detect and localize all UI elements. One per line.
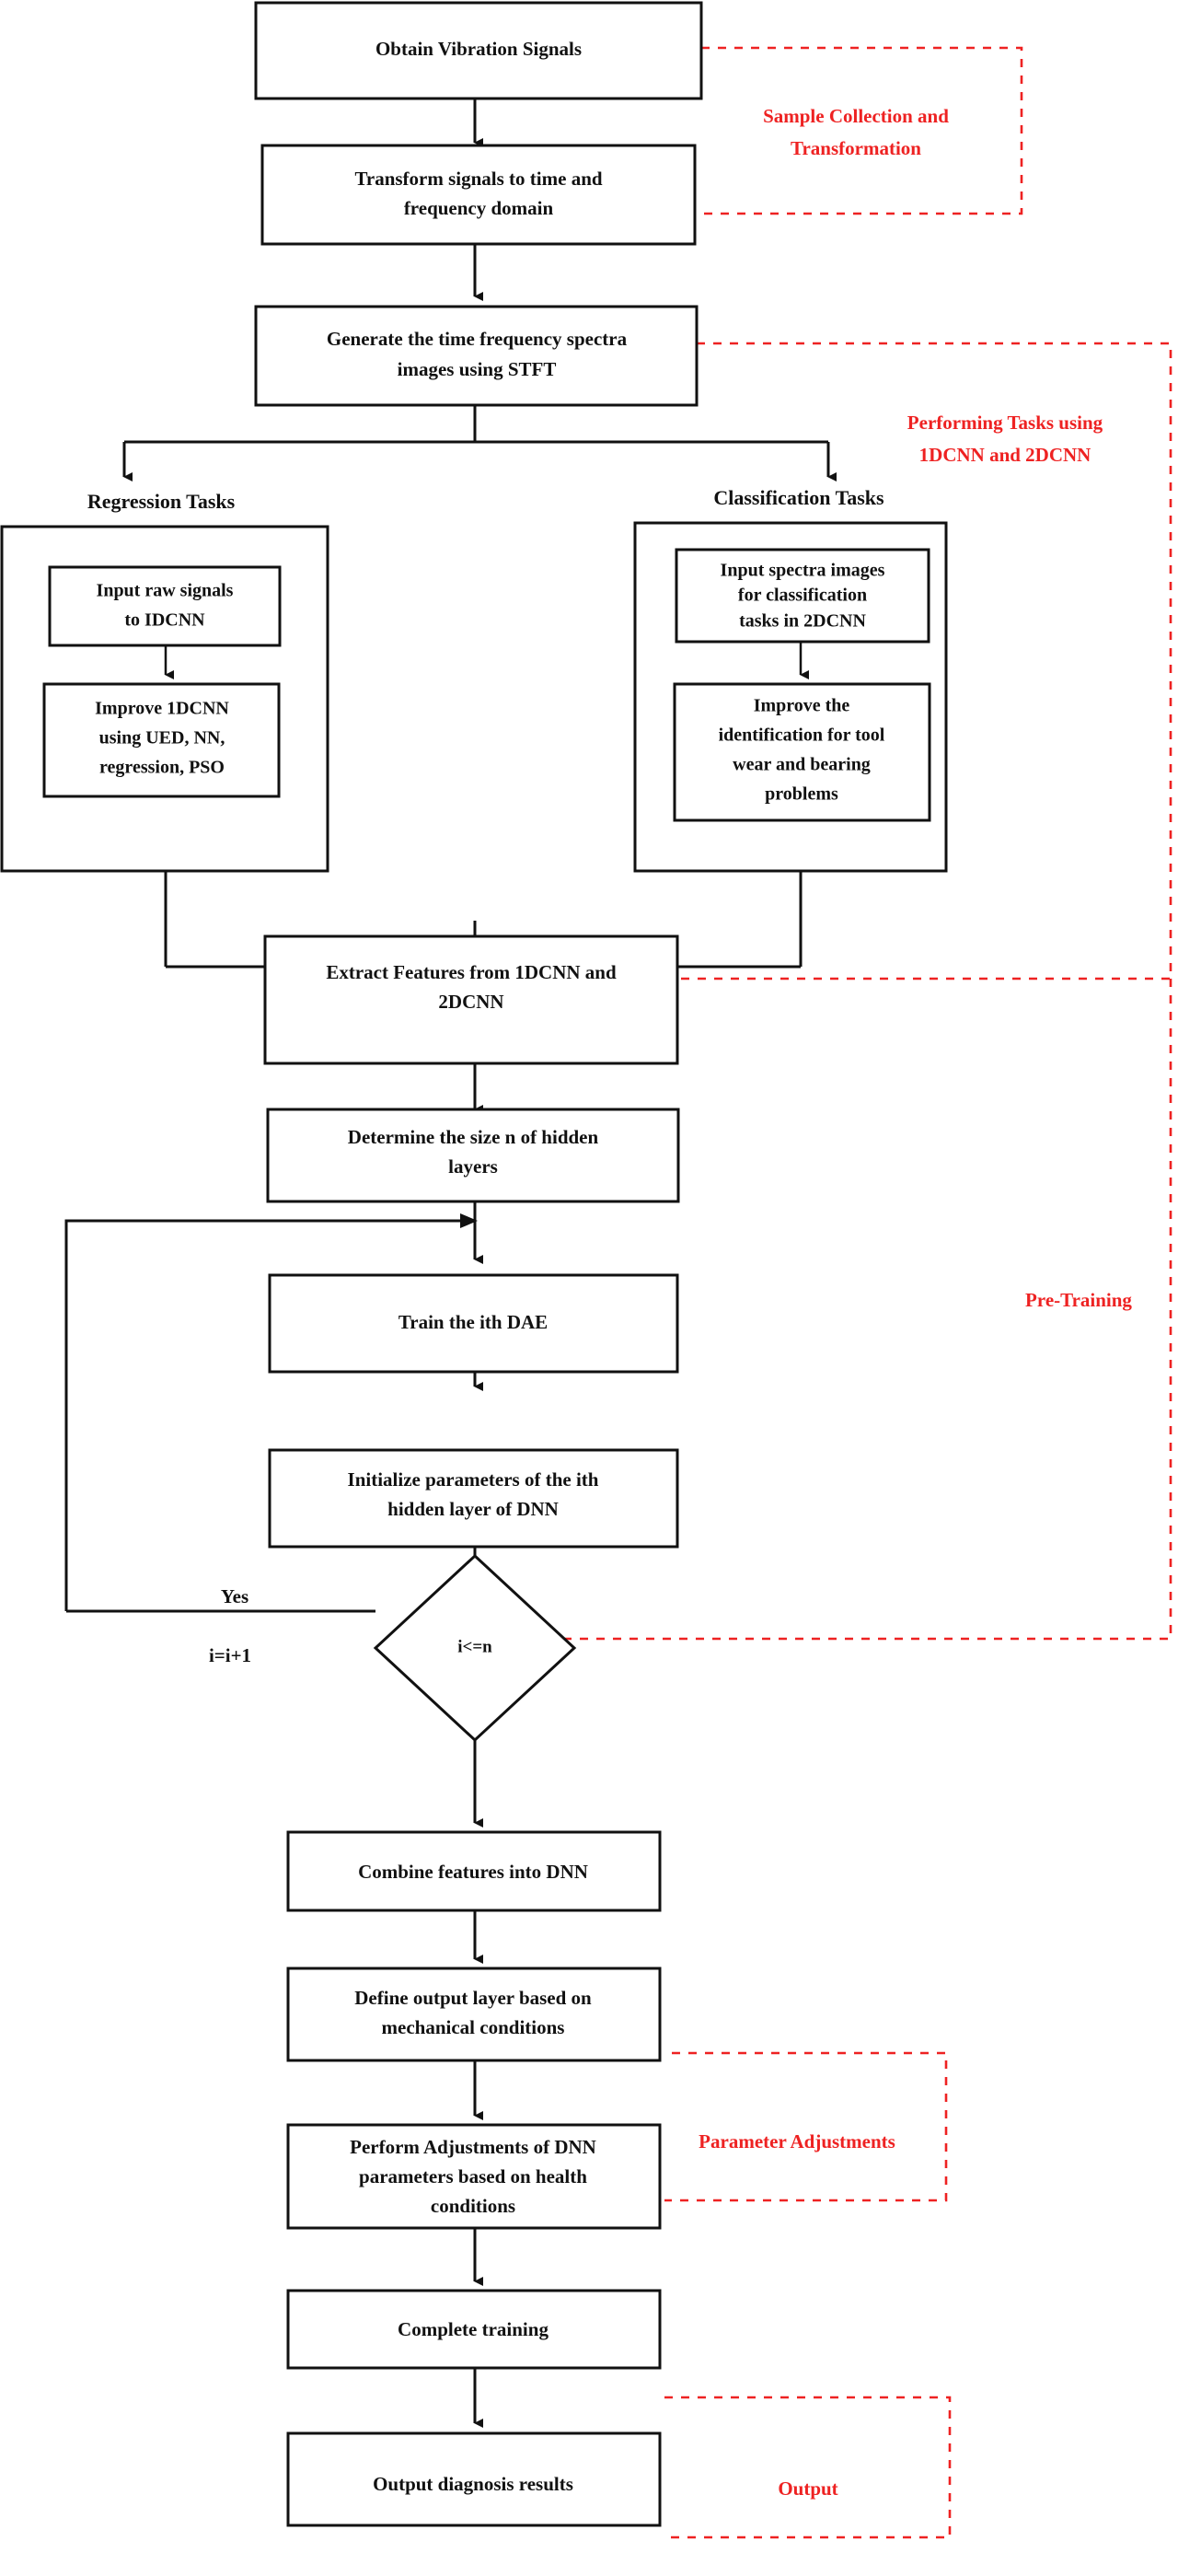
node-label-output-diagnosis: Output diagnosis results	[373, 2473, 573, 2495]
node-label-transform-line-1: Transform signals to time and	[354, 168, 602, 190]
annotation-parameter-adjustments-label: Parameter Adjustments	[699, 2130, 895, 2152]
annotation-bracket-pre-training	[557, 979, 1172, 1641]
annotation-performing-tasks: Performing Tasks using 1DCNN and 2DCNN	[907, 412, 1103, 466]
annotation-bracket-parameter-adjustments	[664, 2051, 948, 2202]
node-label-improve1dcnn-line-1: Improve 1DCNN	[95, 699, 229, 719]
node-label-initialize-line-1: Initialize parameters of the ith	[348, 1468, 599, 1491]
node-label-perform-line-3: conditions	[431, 2195, 515, 2217]
node-output-diagnosis[interactable]: Output diagnosis results	[286, 2431, 662, 2527]
annotation-bracket-performing-tasks	[676, 342, 1172, 981]
annotation-parameter-adjustments: Parameter Adjustments	[699, 2130, 895, 2152]
decision-i-le-n[interactable]: i<=n	[373, 1553, 577, 1743]
connector-loop-return	[64, 1219, 460, 1611]
edge-label-increment: i=i+1	[209, 1644, 251, 1666]
node-perform-adjustments[interactable]: Perform Adjustments of DNN parameters ba…	[286, 2123, 662, 2230]
node-label-inputspectra-line-3: tasks in 2DCNN	[739, 611, 866, 632]
node-label-define-line-1: Define output layer based on	[354, 1987, 592, 2009]
node-box	[286, 2289, 662, 2370]
node-input-raw-signals[interactable]: Input raw signals to IDCNN	[48, 565, 282, 647]
group-regression-tasks: Input raw signals to IDCNN Improve 1DCNN…	[0, 525, 329, 873]
annotation-bracket-output	[664, 2396, 952, 2539]
node-extract-features[interactable]: Extract Features from 1DCNN and 2DCNN	[263, 934, 679, 1065]
node-label-improveid-line-1: Improve the	[754, 696, 850, 716]
node-label-initialize-line-2: hidden layer of DNN	[387, 1498, 559, 1520]
node-label-train-dae: Train the ith DAE	[398, 1311, 548, 1333]
node-label-perform-line-1: Perform Adjustments of DNN	[350, 2136, 596, 2158]
annotation-performing-tasks-line-2: 1DCNN and 2DCNN	[919, 444, 1091, 466]
group-title-classification-tasks: Classification Tasks	[713, 486, 884, 509]
node-label-extract-line-2: 2DCNN	[438, 991, 503, 1013]
node-input-spectra-images[interactable]: Input spectra images for classification …	[675, 548, 930, 644]
node-improve-1dcnn[interactable]: Improve 1DCNN using UED, NN, regression,…	[42, 682, 281, 798]
decision-label: i<=n	[457, 1637, 492, 1656]
node-box	[286, 2123, 662, 2230]
group-title-regression-tasks: Regression Tasks	[87, 490, 236, 513]
node-transform-signals[interactable]: Transform signals to time and frequency …	[260, 144, 697, 246]
node-box	[263, 934, 679, 1065]
node-box	[286, 2431, 662, 2527]
node-box	[286, 1830, 662, 1912]
node-label-improve1dcnn-line-2: using UED, NN,	[99, 728, 225, 748]
node-box	[254, 305, 699, 407]
node-label-improveid-line-2: identification for tool	[719, 725, 885, 746]
node-label-obtain-vibration-signals: Obtain Vibration Signals	[375, 38, 582, 60]
node-label-inputspectra-line-2: for classification	[738, 586, 867, 606]
node-complete-training[interactable]: Complete training	[286, 2289, 662, 2370]
node-box	[268, 1448, 679, 1549]
annotation-pre-training: Pre-Training	[1025, 1289, 1132, 1311]
node-box	[48, 565, 282, 647]
node-label-extract-line-1: Extract Features from 1DCNN and	[326, 961, 617, 983]
annotation-pre-training-label: Pre-Training	[1025, 1289, 1132, 1311]
node-improve-identification[interactable]: Improve the identification for tool wear…	[673, 682, 931, 822]
node-label-determine-line-1: Determine the size n of hidden	[348, 1126, 599, 1148]
node-box	[675, 548, 930, 644]
node-box	[254, 1, 703, 100]
node-train-dae[interactable]: Train the ith DAE	[268, 1273, 679, 1374]
node-determine-size[interactable]: Determine the size n of hidden layers	[266, 1108, 680, 1203]
node-label-input-raw-line-2: to IDCNN	[124, 610, 205, 631]
node-combine-features[interactable]: Combine features into DNN	[286, 1830, 662, 1912]
node-label-inputspectra-line-1: Input spectra images	[721, 561, 885, 581]
node-label-improve1dcnn-line-3: regression, PSO	[99, 758, 225, 778]
node-label-generate-line-1: Generate the time frequency spectra	[327, 328, 628, 350]
group-classification-tasks: Input spectra images for classification …	[633, 521, 948, 873]
node-box	[42, 682, 281, 798]
annotation-sample-collection-line-1: Sample Collection and	[763, 105, 949, 127]
node-label-complete-training: Complete training	[398, 2318, 549, 2340]
node-label-input-raw-line-1: Input raw signals	[97, 581, 234, 601]
group-box-regression	[0, 525, 329, 873]
connector-loop-return-arrow	[460, 1213, 478, 1228]
annotation-sample-collection: Sample Collection and Transformation	[763, 105, 949, 159]
annotation-output: Output	[778, 2477, 837, 2500]
node-label-combine-features: Combine features into DNN	[358, 1861, 588, 1883]
node-label-determine-line-2: layers	[448, 1155, 498, 1178]
node-box	[260, 144, 697, 246]
node-box	[266, 1108, 680, 1203]
node-label-transform-line-2: frequency domain	[404, 197, 554, 219]
node-label-improveid-line-4: problems	[765, 784, 838, 805]
node-generate-spectra[interactable]: Generate the time frequency spectra imag…	[254, 305, 699, 407]
annotation-bracket-sample-collection	[701, 46, 1023, 215]
node-label-define-line-2: mechanical conditions	[382, 2016, 565, 2038]
node-label-generate-line-2: images using STFT	[398, 358, 557, 380]
annotation-output-label: Output	[778, 2477, 837, 2500]
node-obtain-vibration-signals[interactable]: Obtain Vibration Signals	[254, 1, 703, 100]
node-box	[673, 682, 931, 822]
decision-diamond-shape	[373, 1553, 577, 1743]
annotation-performing-tasks-line-1: Performing Tasks using	[907, 412, 1103, 434]
annotation-sample-collection-line-2: Transformation	[791, 137, 921, 159]
edge-label-yes: Yes	[221, 1585, 248, 1607]
node-initialize-parameters[interactable]: Initialize parameters of the ith hidden …	[268, 1448, 679, 1549]
node-box	[286, 1967, 662, 2062]
node-label-perform-line-2: parameters based on health	[359, 2165, 587, 2187]
node-label-improveid-line-3: wear and bearing	[733, 755, 871, 775]
group-box-classification	[633, 521, 948, 873]
node-define-output-layer[interactable]: Define output layer based on mechanical …	[286, 1967, 662, 2062]
node-box	[268, 1273, 679, 1374]
